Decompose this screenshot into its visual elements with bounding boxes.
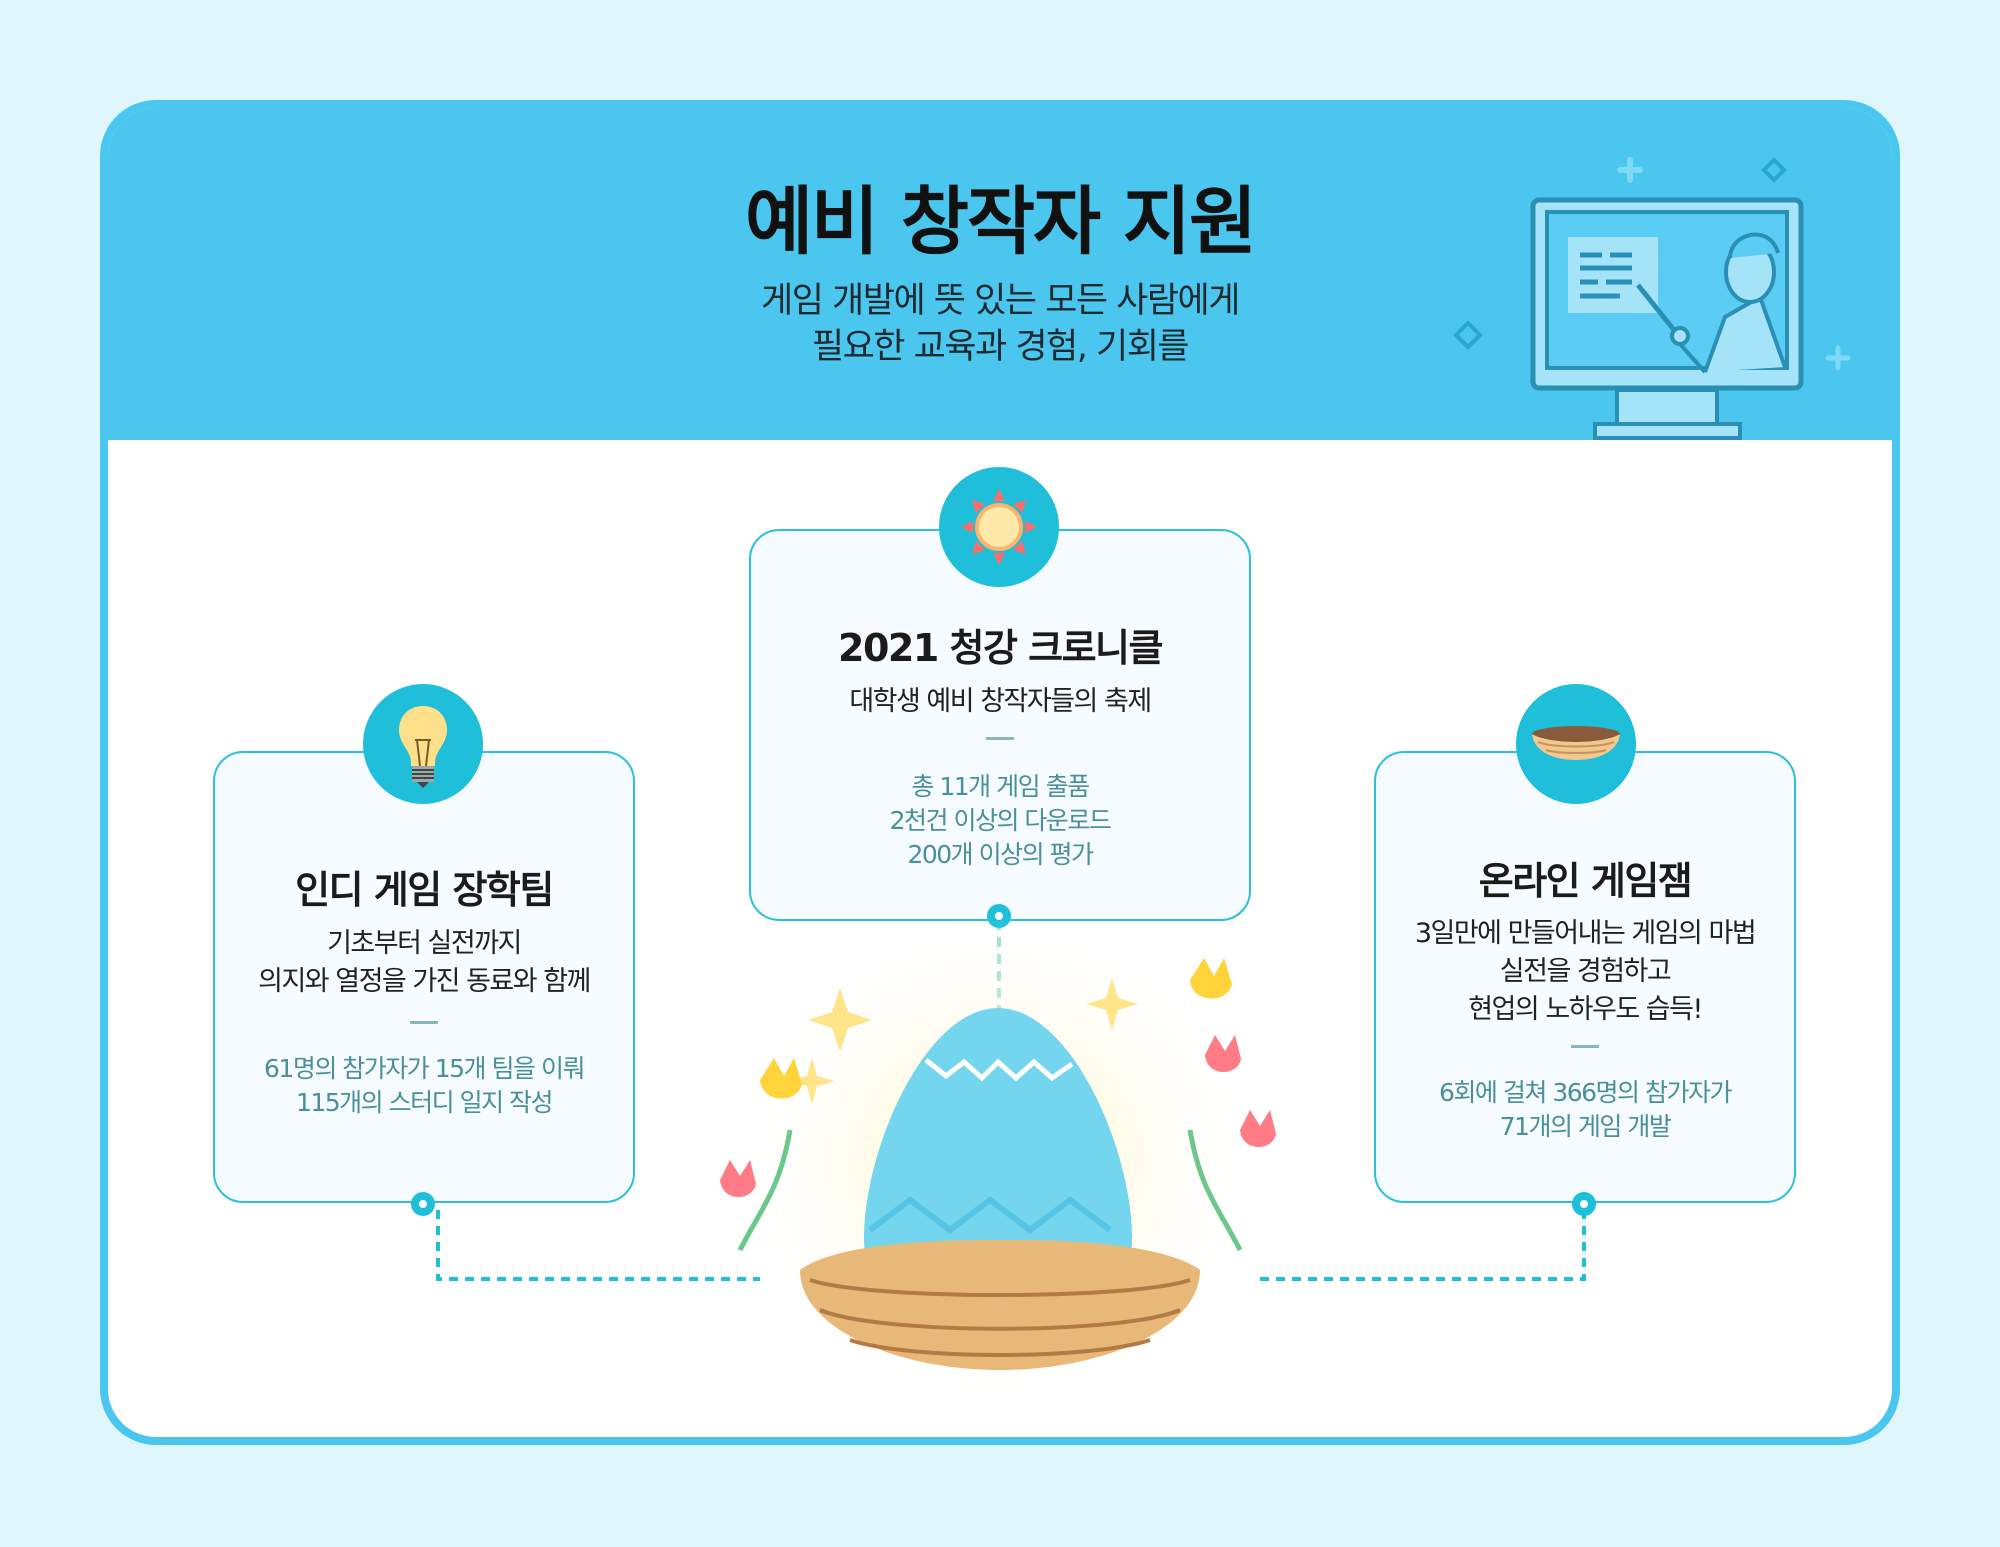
subtitle-line-1: 게임 개발에 뜻 있는 모든 사람에게 bbox=[761, 281, 1240, 321]
card-indie-scholarship: 인디 게임 장학팀 기초부터 실전까지 의지와 열정을 가진 동료와 함께 61… bbox=[213, 751, 635, 1203]
divider bbox=[1571, 1045, 1599, 1048]
card-description: 대학생 예비 창작자들의 축제 bbox=[849, 686, 1152, 717]
subtitle-line-2: 필요한 교육과 경험, 기회를 bbox=[811, 327, 1190, 367]
card-stat: 6회에 걸쳐 366명의 참가자가 bbox=[1439, 1078, 1732, 1107]
card-description: 현업의 노하우도 습득! bbox=[1468, 994, 1703, 1025]
lightbulb-icon bbox=[363, 684, 483, 804]
card-stat: 2천건 이상의 다운로드 bbox=[889, 806, 1112, 835]
page-title: 예비 창작자 지원 bbox=[744, 179, 1257, 265]
card-stat: 200개 이상의 평가 bbox=[907, 840, 1094, 869]
divider bbox=[410, 1021, 438, 1024]
card-description: 3일만에 만들어내는 게임의 마법 bbox=[1414, 918, 1757, 949]
card-title: 2021 청강 크로니클 bbox=[838, 626, 1163, 670]
card-description: 실전을 경험하고 bbox=[1499, 956, 1672, 987]
connector-dot bbox=[411, 1192, 435, 1216]
card-description: 의지와 열정을 가진 동료와 함께 bbox=[258, 966, 591, 997]
connector-dot bbox=[1572, 1192, 1596, 1216]
card-title: 인디 게임 장학팀 bbox=[295, 868, 554, 912]
card-title: 온라인 게임잼 bbox=[1478, 859, 1693, 903]
card-online-gamejam: 온라인 게임잼 3일만에 만들어내는 게임의 마법 실전을 경험하고 현업의 노… bbox=[1374, 751, 1796, 1203]
card-stat: 71개의 게임 개발 bbox=[1499, 1112, 1672, 1141]
card-chronicle: 2021 청강 크로니클 대학생 예비 창작자들의 축제 총 11개 게임 출품… bbox=[749, 529, 1251, 921]
card-stat: 115개의 스터디 일지 작성 bbox=[295, 1088, 554, 1117]
monitor-teacher-icon bbox=[1453, 157, 1851, 440]
card-stat: 총 11개 게임 출품 bbox=[911, 772, 1090, 801]
nest-icon bbox=[1516, 684, 1636, 804]
card-description: 기초부터 실전까지 bbox=[327, 928, 522, 959]
egg-in-nest-illustration bbox=[720, 890, 1276, 1390]
divider bbox=[986, 737, 1014, 740]
sun-icon bbox=[939, 467, 1059, 587]
card-stat: 61명의 참가자가 15개 팀을 이뤄 bbox=[264, 1054, 585, 1083]
